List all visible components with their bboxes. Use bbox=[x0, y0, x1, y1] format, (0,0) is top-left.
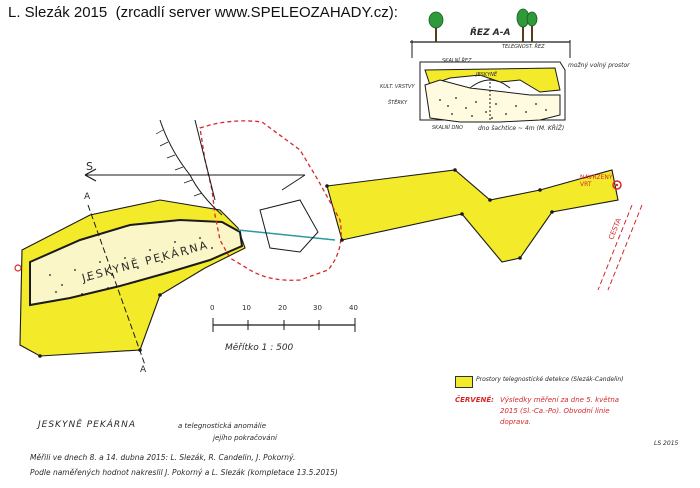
scale-tick-10: 10 bbox=[242, 304, 251, 312]
caption-title: JESKYNĚ PEKÁRNA bbox=[38, 420, 137, 430]
survey-points bbox=[38, 168, 554, 358]
scale-tick-0: 0 bbox=[210, 304, 215, 312]
red-measurement-boundary bbox=[199, 120, 342, 281]
legend-red-text-2: 2015 (Sl.-Ca.-Po). Obvodní linie bbox=[500, 407, 610, 415]
caption-line-2: Podle naměřených hodnot nakreslil J. Pok… bbox=[30, 468, 338, 477]
scale-label: Měřítko 1 : 500 bbox=[225, 343, 294, 353]
page-header: L. Slezák 2015 (zrcadlí server www.SPELE… bbox=[8, 4, 398, 21]
section-label-sterky: ŠTĚRKY bbox=[388, 100, 408, 106]
section-label-telegnost: TELEGNOST. ŘEZ bbox=[502, 44, 545, 50]
section-label-skalni-dno: SKALNÍ DNO bbox=[432, 125, 463, 131]
cave-passage bbox=[29, 218, 244, 307]
legend-red-text-3: doprava. bbox=[500, 418, 531, 426]
caption-signature: LS 2015 bbox=[654, 440, 679, 447]
section-label-skalni-rez: SKALNÍ ŘEZ bbox=[442, 58, 472, 64]
legend-yellow-text: Prostory telegnostické detekce (Slezák-C… bbox=[476, 376, 624, 383]
north-arrow-icon bbox=[84, 168, 97, 182]
scale-tick-30: 30 bbox=[313, 304, 322, 312]
scale-tick-40: 40 bbox=[349, 304, 358, 312]
scale-bar bbox=[212, 318, 356, 332]
caption-line-1: Měřili ve dnech 8. a 14. dubna 2015: L. … bbox=[30, 453, 296, 462]
caption-subtitle-1: a telegnostická anomálie bbox=[178, 422, 267, 430]
section-label-dno-sachtice: dno šachtice ~ 4m (M. KŘÍŽ) bbox=[478, 125, 565, 132]
legend-red-text-1: Výsledky měření za dne 5. května bbox=[500, 396, 620, 404]
caption-subtitle-2: jejího pokračování bbox=[213, 434, 277, 442]
section-title: ŘEZ A-A bbox=[470, 28, 511, 38]
rock-chamber bbox=[259, 199, 319, 253]
tree-icon bbox=[428, 11, 444, 42]
scale-tick-20: 20 bbox=[278, 304, 287, 312]
cave-floor-dots bbox=[49, 237, 213, 295]
cross-section bbox=[410, 8, 571, 123]
section-label-jeskyne: JESKYNĚ bbox=[476, 72, 498, 78]
telegnostic-zone-east bbox=[326, 169, 619, 263]
road-line bbox=[597, 204, 633, 291]
header-mirror: (zrcadlí server www.SPELEOZAHADY.cz): bbox=[115, 4, 398, 21]
vrt-label: NAVRŽENÝ VRT bbox=[580, 174, 613, 188]
header-credit: L. Slezák 2015 bbox=[8, 4, 108, 21]
legend-red-heading: ČERVENĚ: bbox=[455, 396, 494, 404]
section-mark-bottom: A bbox=[140, 365, 147, 375]
tree-icon bbox=[526, 11, 538, 42]
teal-axis-line bbox=[237, 229, 336, 241]
north-label: S bbox=[86, 160, 93, 173]
tree-icon bbox=[516, 8, 530, 42]
section-mark-top: A bbox=[84, 192, 91, 202]
section-label-kult-vrstvy: KULT. VRSTVY bbox=[380, 84, 415, 90]
proposed-borehole-icon bbox=[612, 180, 622, 190]
legend-yellow-swatch bbox=[455, 376, 473, 388]
section-line bbox=[87, 204, 146, 366]
section-label-prostor: možný volný prostor bbox=[568, 62, 630, 69]
terrain-edge bbox=[194, 119, 216, 201]
